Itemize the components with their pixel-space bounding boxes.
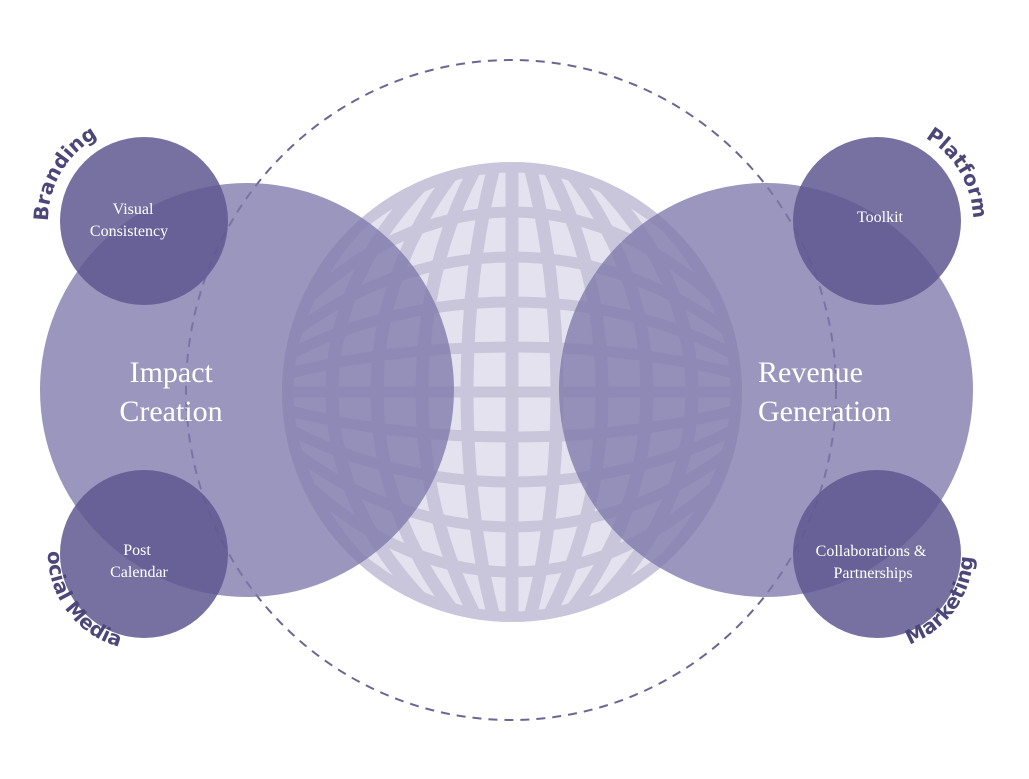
revenue-generation-line2: Generation bbox=[758, 395, 891, 428]
collaborations-partnerships-label: Collaborations & Partnerships bbox=[816, 543, 931, 582]
post-calendar-line1: Post bbox=[123, 542, 151, 559]
toolkit-circle bbox=[793, 137, 961, 305]
revenue-generation-label: Revenue Generation bbox=[758, 356, 891, 428]
impact-creation-label: Impact Creation bbox=[119, 356, 222, 428]
visual-consistency-circle bbox=[60, 137, 228, 305]
post-calendar-circle bbox=[60, 470, 228, 638]
visual-consistency-line2: Consistency bbox=[90, 223, 168, 240]
post-calendar-line2: Calendar bbox=[110, 564, 168, 581]
collaborations-line1: Collaborations & bbox=[816, 543, 927, 560]
toolkit-line1: Toolkit bbox=[857, 209, 904, 226]
collaborations-partnerships-circle bbox=[793, 470, 961, 638]
collaborations-line2: Partnerships bbox=[833, 565, 912, 582]
toolkit-label: Toolkit bbox=[857, 209, 904, 226]
revenue-generation-line1: Revenue bbox=[758, 356, 863, 389]
visual-consistency-line1: Visual bbox=[113, 201, 154, 218]
post-calendar-label: Post Calendar bbox=[110, 542, 168, 581]
visual-consistency-label: Visual Consistency bbox=[90, 201, 168, 240]
impact-creation-line1: Impact bbox=[130, 356, 214, 389]
impact-creation-line2: Creation bbox=[119, 395, 222, 428]
